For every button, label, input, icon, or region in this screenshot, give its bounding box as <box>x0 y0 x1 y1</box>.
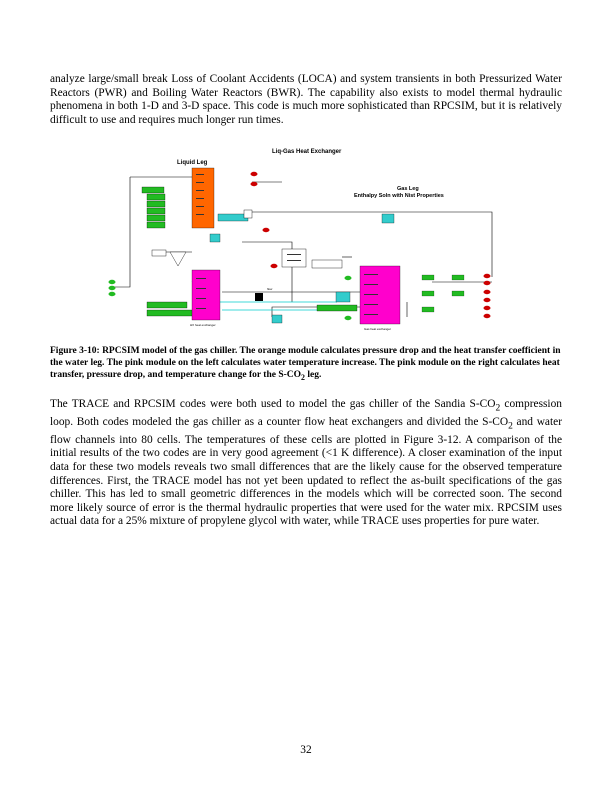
output-indicator <box>483 273 491 279</box>
figure-title: Liq-Gas Heat Exchanger <box>272 149 342 155</box>
body-paragraph-2: The TRACE and RPCSIM codes were both use… <box>50 398 562 529</box>
left-pink-module <box>191 269 221 321</box>
input-indicator <box>344 315 352 321</box>
white-block <box>151 249 167 257</box>
lower-input-block <box>146 301 188 309</box>
figure-caption: Figure 3-10: RPCSIM model of the gas chi… <box>50 345 562 384</box>
caption-text: Figure 3-10: RPCSIM model of the gas chi… <box>50 346 561 380</box>
white-block <box>311 259 343 269</box>
subscript: 2 <box>508 421 513 432</box>
output-indicator <box>483 305 491 311</box>
output-indicator <box>262 227 270 233</box>
output-indicator <box>483 280 491 286</box>
liquid-input-block <box>146 200 166 208</box>
gas-output-block <box>316 304 358 312</box>
caption-subscript: 2 <box>301 372 305 382</box>
output-indicator <box>250 171 258 177</box>
white-block <box>281 248 307 268</box>
page-number: 32 <box>300 744 312 756</box>
output-indicator <box>250 181 258 187</box>
teal-block <box>381 213 395 224</box>
hx-left-label: HX heat exchanger <box>190 323 216 327</box>
liquid-input-block <box>146 207 166 215</box>
teal-block <box>217 213 249 222</box>
valve-block <box>255 293 263 301</box>
paragraph-text: compression loop. Both codes modeled the… <box>50 398 562 428</box>
caption-text-end: leg. <box>305 370 322 380</box>
liquid-input-block <box>146 214 166 222</box>
subscript: 2 <box>495 403 501 414</box>
paragraph-text: The TRACE and RPCSIM codes were both use… <box>50 398 496 410</box>
output-indicator <box>483 289 491 295</box>
input-indicator <box>344 275 352 281</box>
liquid-leg-label: Liquid Leg <box>177 160 208 166</box>
input-indicator <box>108 279 116 285</box>
output-indicator <box>483 313 491 319</box>
flow-label: flow <box>267 287 273 291</box>
gas-leg-label: Gas Leg <box>397 186 419 192</box>
hx-right-label: Gas heat exchanger <box>364 327 391 331</box>
output-indicator <box>483 297 491 303</box>
teal-block <box>335 291 351 303</box>
gas-leg-sublabel: Enthalpy Soln with Nist Properties <box>354 193 444 199</box>
triangle-block <box>169 251 187 267</box>
output-indicator <box>270 263 278 269</box>
input-indicator <box>108 285 116 291</box>
liquid-input-block <box>141 186 165 194</box>
paragraph-text: and water flow channels into 80 cells. T… <box>50 415 562 528</box>
rpcsim-model-figure: Liq-Gas Heat Exchanger Liquid Leg Gas Le… <box>92 142 522 337</box>
liquid-input-block <box>146 193 166 201</box>
liquid-input-block <box>146 221 166 229</box>
teal-block <box>209 233 221 243</box>
body-paragraph-1: analyze large/small break Loss of Coolan… <box>50 73 562 126</box>
input-indicator <box>108 291 116 297</box>
white-block <box>243 209 253 219</box>
teal-block <box>271 314 283 324</box>
